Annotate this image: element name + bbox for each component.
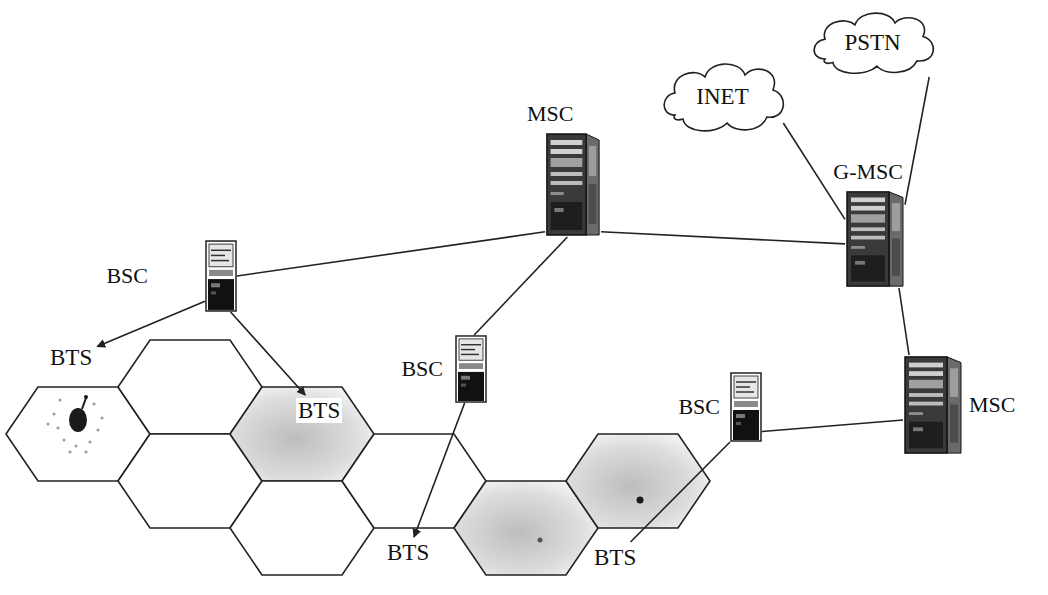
bts-label-box: BTS <box>296 398 342 423</box>
network-cloud: INET <box>655 55 790 135</box>
bts-label: BTS <box>594 545 636 570</box>
element-label: G-MSC <box>831 160 905 184</box>
connector-line <box>631 442 731 542</box>
bsc-tower-symbol <box>205 240 237 312</box>
connector-line <box>237 232 545 276</box>
mobile-phone-symbol <box>47 395 104 454</box>
msc-server-icon: MSC <box>545 132 601 237</box>
connector-line <box>97 301 205 346</box>
bts-label: BTS <box>387 540 429 565</box>
bts-label-box: BTS <box>385 540 431 565</box>
element-label: MSC <box>525 102 575 126</box>
msc-server-icon: MSC <box>903 355 963 455</box>
element-label: BSC <box>676 395 722 419</box>
connector-line <box>231 312 306 395</box>
element-label: BSC <box>399 357 445 381</box>
bsc-tower-symbol <box>455 335 487 403</box>
element-label: BSC <box>104 264 150 288</box>
bsc-server-icon: BSC <box>455 335 487 403</box>
msc-server-icon: G-MSC <box>845 190 905 288</box>
cell-hexagon <box>566 434 710 528</box>
connector-line <box>474 237 567 335</box>
msc-tower-symbol <box>845 190 905 288</box>
bts-label: BTS <box>298 398 340 423</box>
msc-tower-symbol <box>545 132 601 237</box>
msc-tower-symbol <box>903 355 963 455</box>
connector-line <box>601 232 845 244</box>
bts-label: BTS <box>50 345 92 370</box>
connector-line <box>899 288 909 355</box>
bts-label-box: BTS <box>48 345 94 370</box>
bsc-server-icon: BSC <box>730 372 762 442</box>
antenna-dot <box>538 538 543 543</box>
cloud-label: INET <box>696 84 748 110</box>
connector-line <box>905 77 929 205</box>
bts-label-box: BTS <box>592 545 638 570</box>
network-cloud: PSTN <box>805 5 940 77</box>
connector-line <box>414 403 465 537</box>
bsc-tower-symbol <box>730 372 762 442</box>
cloud-label: PSTN <box>844 30 900 56</box>
antenna-dot <box>637 497 644 504</box>
bsc-server-icon: BSC <box>205 240 237 312</box>
connector-line <box>762 420 903 432</box>
element-label: MSC <box>967 393 1017 417</box>
